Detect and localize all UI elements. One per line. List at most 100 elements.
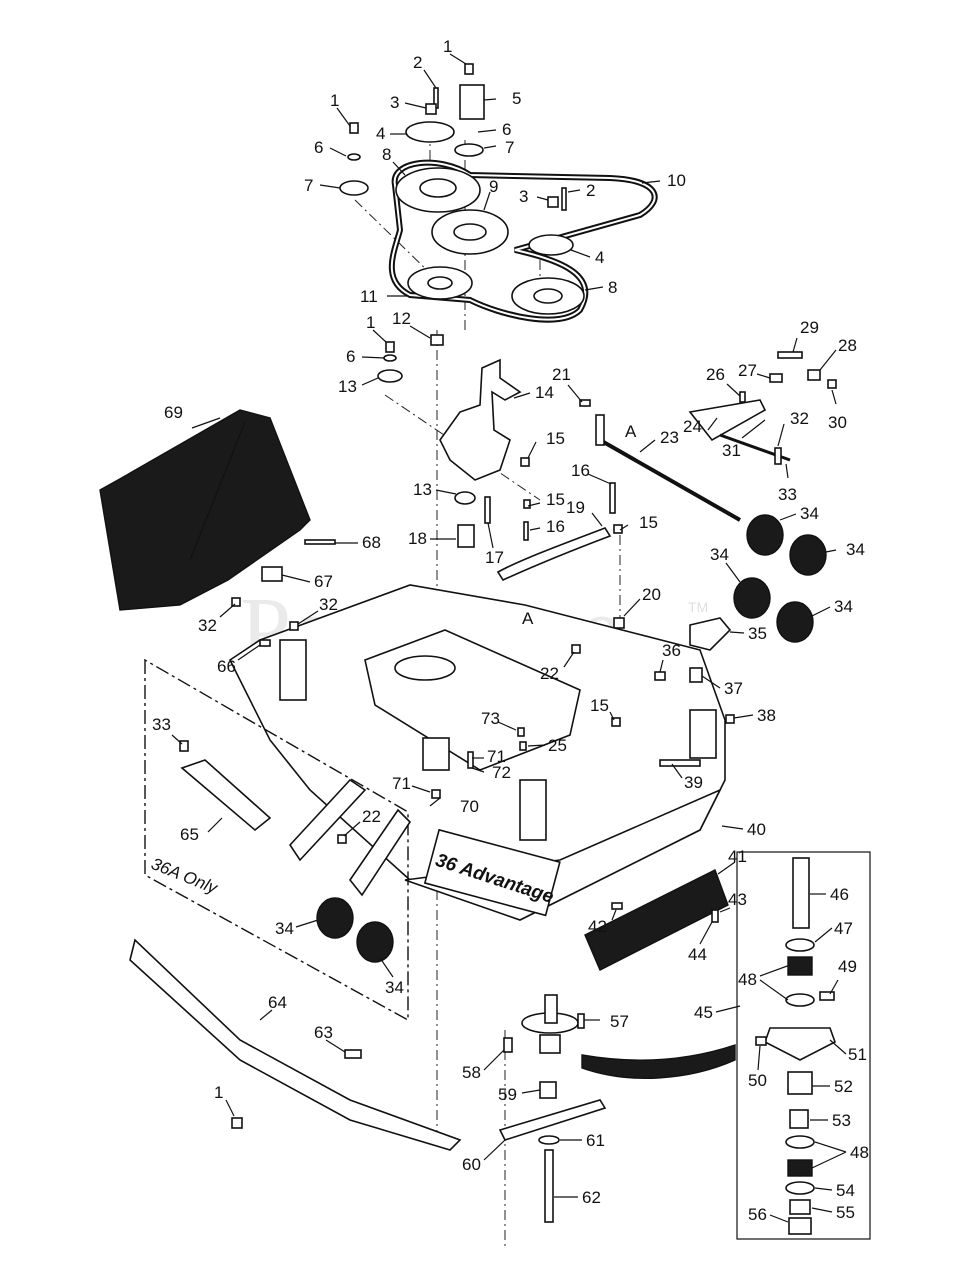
spindle-detail-box (736, 851, 871, 1240)
nut-1-trim (231, 1117, 243, 1129)
tension-spring (496, 527, 612, 582)
callout-64: 64 (268, 993, 287, 1012)
right-bolt (561, 187, 567, 211)
seal-48b (785, 993, 815, 1007)
callout-31: 31 (722, 441, 741, 460)
washer-54 (785, 1181, 815, 1195)
callout-67: 67 (314, 572, 333, 591)
callout-59: 59 (498, 1085, 517, 1104)
callout-70: 70 (460, 797, 479, 816)
callout-1-mid: 1 (366, 313, 375, 332)
callout-46: 46 (830, 885, 849, 904)
spacer-52 (787, 1071, 813, 1095)
callout-11: 11 (360, 287, 378, 306)
section-marker-a-top: A (625, 422, 637, 441)
callout-27: 27 (738, 361, 757, 380)
callout-60: 60 (462, 1155, 481, 1174)
left-bearing (339, 180, 369, 196)
bumper-body (584, 869, 729, 971)
callout-55: 55 (836, 1203, 855, 1222)
arm-bearing (454, 491, 476, 505)
callout-38: 38 (757, 706, 776, 725)
callout-68: 68 (362, 533, 381, 552)
callout-42: 42 (588, 917, 607, 936)
callout-71-a: 71 (487, 747, 506, 766)
right-hex-nut (547, 196, 559, 208)
spindle-shaft (544, 994, 558, 1024)
blade-bolt-62 (544, 1149, 554, 1223)
nut-15d (611, 717, 621, 727)
callout-73: 73 (481, 709, 500, 728)
callout-16-a: 16 (571, 461, 590, 480)
bolt-63 (344, 1049, 362, 1059)
callout-40: 40 (747, 820, 766, 839)
nut-71b (431, 789, 441, 799)
callout-48-top: 48 (738, 970, 757, 989)
housing-51 (764, 1027, 836, 1061)
callout-13-top: 13 (338, 377, 357, 396)
callout-47: 47 (834, 919, 853, 938)
trim-strip (129, 938, 462, 1151)
leader-lines (171, 53, 847, 1223)
callout-50: 50 (748, 1071, 767, 1090)
lower-idler-hub (427, 276, 453, 290)
callout-6-top: 6 (502, 120, 511, 139)
bumper-nut-43 (711, 909, 719, 923)
spacer-27 (769, 373, 783, 383)
spacer-59 (539, 1081, 557, 1099)
pivot-bolt (484, 496, 491, 524)
nut-38 (725, 714, 735, 724)
callout-10: 10 (667, 171, 686, 190)
callout-34-c: 34 (710, 545, 729, 564)
callout-22-left: 22 (362, 807, 381, 826)
callout-5: 5 (512, 89, 521, 108)
callout-7-top: 7 (505, 138, 514, 157)
discharge-chute (99, 409, 336, 611)
variant-box (144, 658, 409, 1022)
callout-29: 29 (800, 318, 819, 337)
callout-57: 57 (610, 1012, 629, 1031)
bolt-50 (755, 1036, 767, 1046)
callout-23: 23 (660, 428, 679, 447)
bracket-arm-b (349, 808, 412, 897)
left-nut (349, 122, 359, 134)
roller-6 (356, 921, 394, 963)
bracket-arm-a (288, 778, 367, 862)
callout-1-bottom: 1 (214, 1083, 223, 1102)
right-hub-flange (528, 234, 574, 256)
callout-numbers: 1 2 3 5 4 6 7 1 6 7 8 9 10 2 3 4 8 11 12… (152, 37, 869, 1224)
nut-56 (788, 1217, 812, 1235)
front-axle-assembly (579, 351, 837, 522)
callout-36: 36 (662, 641, 681, 660)
bushing-28 (807, 369, 821, 381)
callout-21: 21 (552, 365, 571, 384)
bolt-16b (523, 521, 529, 541)
spindle-base (539, 1034, 561, 1054)
bolt-66 (259, 639, 271, 647)
belt-pulley-assembly (339, 63, 658, 323)
callout-45: 45 (694, 1003, 713, 1022)
callout-19: 19 (566, 498, 585, 517)
upper-bearing (454, 143, 484, 157)
arm-65 (180, 759, 272, 832)
bushing-20 (613, 617, 625, 629)
idler-arm (439, 358, 522, 481)
pivot-bracket (688, 399, 767, 442)
roller-bracket-35 (689, 617, 732, 651)
anti-scalp-rollers (316, 514, 827, 963)
side-trim (129, 938, 462, 1151)
detail-frame (736, 851, 871, 1240)
callout-34-e: 34 (275, 919, 294, 938)
nut-15b (523, 499, 531, 509)
left-washer (347, 153, 361, 161)
callout-37: 37 (724, 679, 743, 698)
deck-label-plate (423, 828, 561, 917)
callout-34-d: 34 (834, 597, 853, 616)
nut-22b (571, 644, 581, 654)
callout-39: 39 (684, 773, 703, 792)
callout-3-top: 3 (390, 93, 399, 112)
callout-44: 44 (688, 945, 707, 964)
callout-49: 49 (838, 957, 857, 976)
upper-pulley-hub (419, 178, 457, 198)
